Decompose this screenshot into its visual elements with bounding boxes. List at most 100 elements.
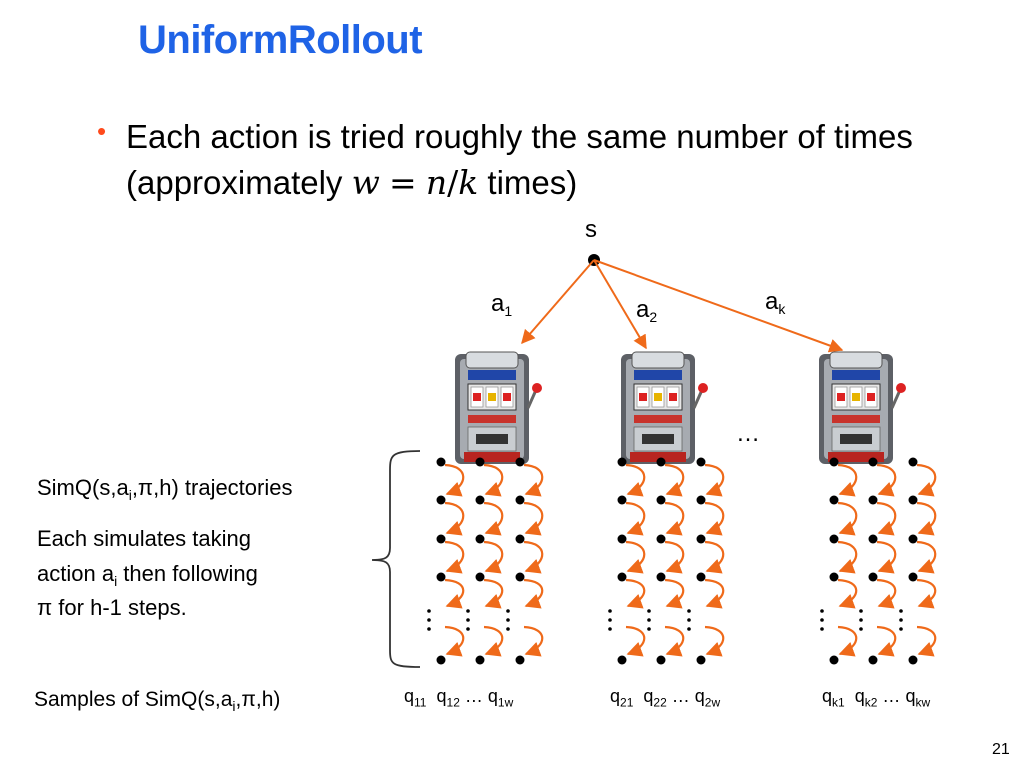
- math-eq: =: [389, 163, 417, 202]
- rollout-step-arrow: [483, 463, 504, 497]
- trajectory-state-node: [908, 534, 918, 544]
- action-label-1: a1: [491, 290, 512, 319]
- rollout-step-arrow: [837, 578, 858, 609]
- description-line-3: π for h-1 steps.: [37, 595, 187, 620]
- vertical-ellipsis-dot: [899, 618, 903, 622]
- samples-suffix: ,π,h): [235, 688, 281, 711]
- between-machines-ellipsis: …: [736, 420, 760, 447]
- rollout-step-arrow: [523, 501, 544, 536]
- q2-sub-b: 22: [653, 695, 667, 710]
- q2-b: q: [643, 686, 654, 706]
- rollout-step-arrow: [664, 625, 685, 657]
- slot-machine-icon: [817, 350, 908, 466]
- vertical-ellipsis-dot: [427, 627, 431, 631]
- rollout-step-arrow: [704, 540, 725, 574]
- vertical-ellipsis-dot: [466, 618, 470, 622]
- root-node: [588, 254, 600, 266]
- rollout-step-arrow: [704, 501, 725, 536]
- bullet-formula: w = n/k: [351, 163, 488, 202]
- description-line-1: Each simulates taking: [37, 526, 251, 551]
- vertical-ellipsis-dot: [466, 627, 470, 631]
- root-state-label: s: [585, 216, 597, 243]
- q-group-k: qk1 qk2 … qkw: [822, 686, 930, 710]
- rollout-step-arrow: [876, 578, 897, 609]
- vertical-ellipsis-dot: [859, 618, 863, 622]
- rollout-step-arrow: [916, 578, 937, 609]
- rollout-step-arrow: [837, 625, 858, 657]
- trajectory-state-node: [515, 457, 525, 467]
- qk-sub-b: k2: [864, 695, 878, 710]
- trajectory-state-node: [908, 655, 918, 665]
- vertical-ellipsis-dot: [687, 627, 691, 631]
- desc2-suffix: then following: [117, 561, 258, 586]
- bullet-text-before: Each action is tried roughly the same nu…: [126, 118, 913, 201]
- description-line-2: action ai then following: [37, 556, 258, 594]
- trajectory-state-node: [617, 655, 627, 665]
- qk-b: q: [854, 686, 865, 706]
- q2-sub-a: 21: [620, 695, 634, 710]
- action-k-name: a: [765, 288, 779, 315]
- slot-machine-icon: [453, 350, 544, 466]
- math-n: n: [425, 163, 448, 202]
- rollout-step-arrow: [704, 463, 725, 497]
- math-w: w: [351, 163, 380, 202]
- trajectory-state-node: [515, 572, 525, 582]
- rollout-step-arrow: [625, 463, 646, 497]
- action-1-name: a: [491, 290, 505, 317]
- rollout-step-arrow: [916, 463, 937, 497]
- vertical-ellipsis-dot: [820, 627, 824, 631]
- trajectory-state-node: [617, 457, 627, 467]
- rollout-step-arrow: [444, 625, 465, 657]
- trajectory-state-node: [696, 495, 706, 505]
- trajectory-state-node: [696, 534, 706, 544]
- q2-c: q: [694, 686, 705, 706]
- trajectory-state-node: [515, 655, 525, 665]
- trajectory-state-node: [436, 534, 446, 544]
- trajectory-state-node: [908, 495, 918, 505]
- vertical-ellipsis-dot: [820, 618, 824, 622]
- trajectory-state-node: [656, 572, 666, 582]
- rollout-step-arrow: [704, 578, 725, 609]
- trajectory-state-node: [515, 534, 525, 544]
- vertical-ellipsis-dot: [687, 609, 691, 613]
- trajectory-state-node: [868, 495, 878, 505]
- rollout-step-arrow: [916, 540, 937, 574]
- desc2-prefix: action a: [37, 561, 115, 586]
- rollout-step-arrow: [664, 501, 685, 536]
- trajectory-state-node: [475, 495, 485, 505]
- rollout-step-arrow: [876, 501, 897, 536]
- vertical-ellipsis-dot: [608, 618, 612, 622]
- vertical-ellipsis-dot: [820, 609, 824, 613]
- rollout-step-arrow: [837, 501, 858, 536]
- rollout-step-arrow: [483, 578, 504, 609]
- action-2-sub: 2: [649, 309, 658, 325]
- rollout-step-arrow: [444, 578, 465, 609]
- arrow-to-machine-1: [521, 259, 595, 345]
- trajectory-state-node: [656, 655, 666, 665]
- trajectory-state-node: [515, 495, 525, 505]
- vertical-ellipsis-dot: [506, 609, 510, 613]
- page-number: 21: [992, 741, 1010, 758]
- rollout-step-arrow: [664, 578, 685, 609]
- trajectory-state-node: [868, 572, 878, 582]
- samples-label: Samples of SimQ(s,ai,π,h): [34, 682, 280, 719]
- trajectory-state-node: [656, 534, 666, 544]
- rollout-step-arrow: [664, 540, 685, 574]
- bullet-text-after: times): [487, 164, 578, 201]
- curly-brace: [371, 450, 421, 668]
- trajectory-state-node: [617, 495, 627, 505]
- vertical-ellipsis-dot: [427, 609, 431, 613]
- q1-a: q: [404, 686, 415, 706]
- vertical-ellipsis-dot: [427, 618, 431, 622]
- trajectory-state-node: [908, 572, 918, 582]
- q2-dots: …: [666, 686, 695, 706]
- q1-dots: …: [459, 686, 488, 706]
- traj-suffix: ,π,h) trajectories: [131, 475, 293, 500]
- rollout-step-arrow: [444, 540, 465, 574]
- trajectory-state-node: [436, 457, 446, 467]
- rollout-step-arrow: [483, 501, 504, 536]
- q1-b: q: [436, 686, 447, 706]
- desc2-sub: i: [114, 573, 118, 589]
- rollout-step-arrow: [483, 625, 504, 657]
- bullet-text: Each action is tried roughly the same nu…: [126, 114, 966, 206]
